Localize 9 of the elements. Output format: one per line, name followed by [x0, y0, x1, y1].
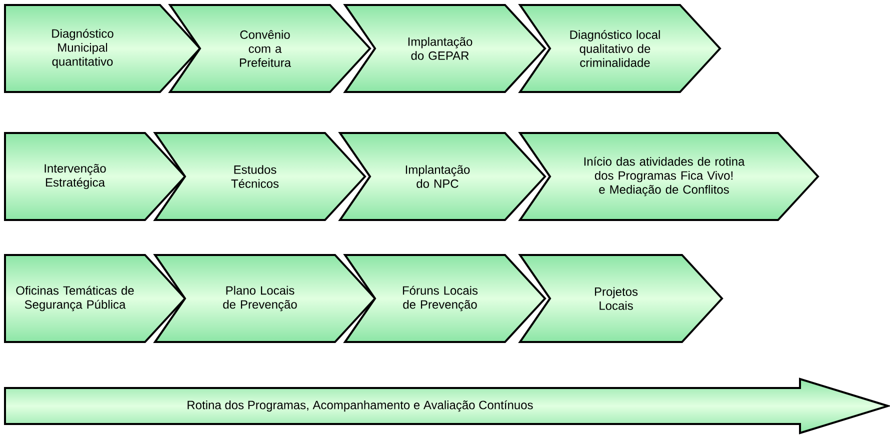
pentagon-step: Oficinas Temáticas de Segurança Pública — [4, 254, 186, 343]
chevron-step: Diagnóstico local qualitativo de criminalidade — [518, 4, 722, 93]
pentagon-step: Diagnóstico Municipal quantitativo — [4, 4, 202, 93]
arrow-band: Rotina dos Programas, Acompanhamento e Avaliação Contínuos — [4, 378, 890, 434]
chevron-step: Projetos Locais — [518, 254, 724, 343]
chevron-step: Implantação do GEPAR — [343, 4, 546, 93]
chevron-step: Implantação do NPC — [338, 132, 546, 221]
pentagon-step: Intervenção Estratégica — [4, 132, 186, 221]
chevron-step: Início das atividades de rotina dos Programas Fica Vivo! e Mediação de Conflitos — [518, 132, 820, 221]
